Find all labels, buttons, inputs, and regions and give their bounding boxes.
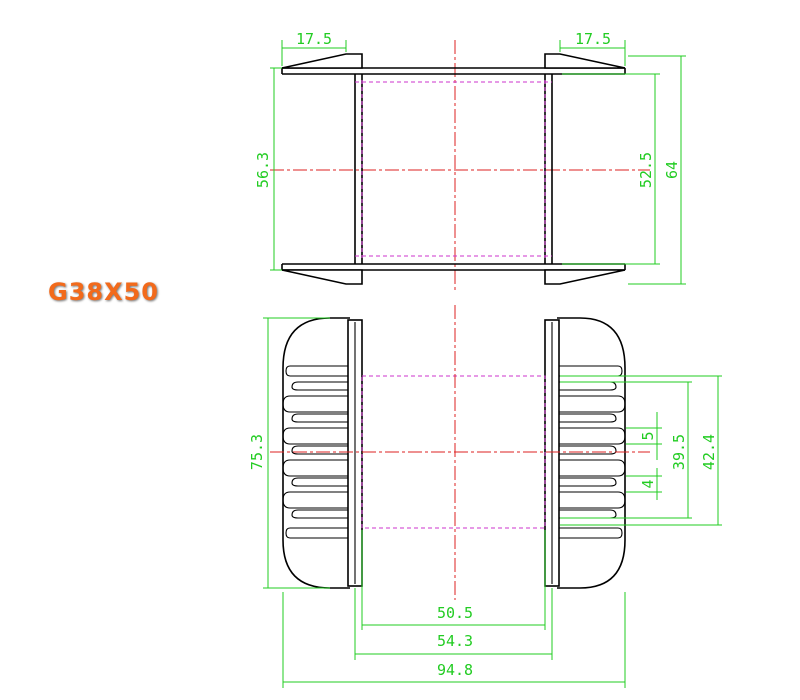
bottom-left-tab (281, 269, 363, 285)
dim-core-width: 54.3 (437, 632, 473, 650)
dim-front-height: 75.3 (248, 434, 266, 470)
dim-top-height-left: 56.3 (254, 152, 272, 188)
top-right-tab (544, 53, 626, 69)
dim-window-width: 50.5 (437, 604, 473, 622)
dim-window-height: 39.5 (670, 434, 688, 470)
top-view: 17.5 17.5 56.3 52.5 64 (254, 30, 686, 290)
dim-pin-width: 4 (639, 479, 657, 488)
left-flange-outline (282, 317, 350, 589)
dim-flange-height: 42.4 (700, 434, 718, 470)
dim-pin-pitch: 5 (639, 431, 657, 440)
dim-top-inner-height: 52.5 (637, 152, 655, 188)
dim-top-flange-left: 17.5 (296, 30, 332, 48)
part-number-title: G38X50 (48, 278, 159, 306)
dim-top-outer-height: 64 (663, 161, 681, 179)
right-flange-outline (557, 317, 626, 589)
core-window-hidden (361, 375, 546, 529)
dim-overall-width: 94.8 (437, 661, 473, 679)
bottom-right-tab (544, 269, 626, 285)
front-view: 75.3 5 4 39.5 42.4 50.5 54.3 (248, 305, 722, 688)
dim-top-flange-right: 17.5 (575, 30, 611, 48)
top-left-tab (281, 53, 363, 69)
